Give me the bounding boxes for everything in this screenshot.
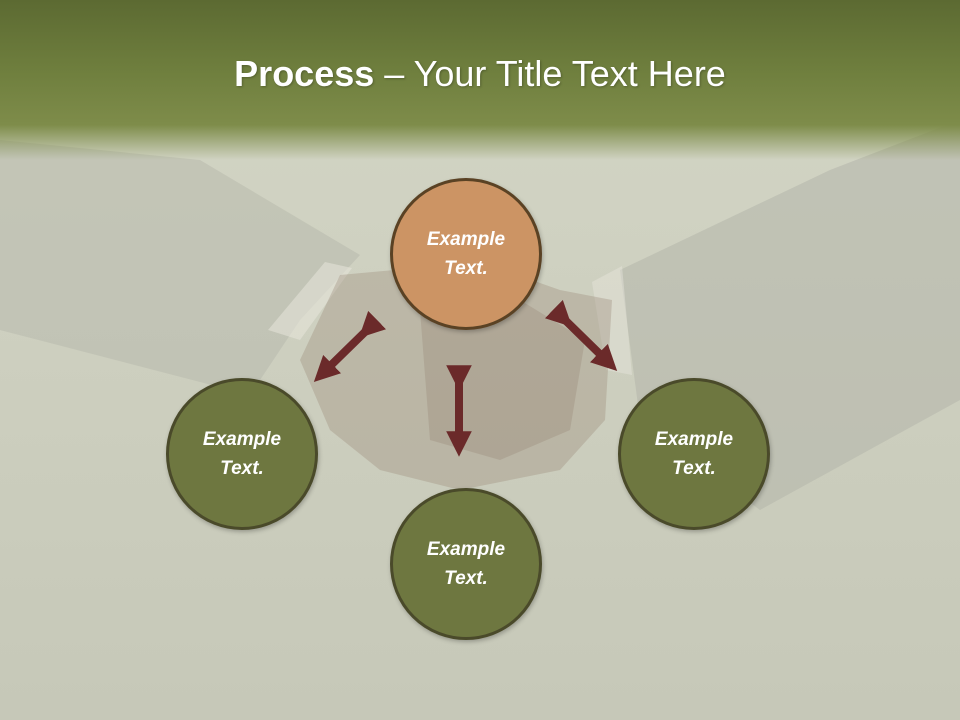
process-node-right: Example Text. (618, 378, 770, 530)
node-label: Example Text. (202, 429, 282, 479)
process-node-top: Example Text. (390, 178, 542, 330)
node-label: Example Text. (654, 429, 734, 479)
title-bold-part: Process (234, 53, 375, 94)
node-label: Example Text. (426, 539, 506, 589)
arrow-top-right (544, 299, 618, 371)
process-node-bottom: Example Text. (390, 488, 542, 640)
arrow-top-left (313, 310, 387, 382)
node-label: Example Text. (426, 229, 506, 279)
slide-title: Process – Your Title Text Here (0, 52, 960, 96)
header-band (0, 0, 960, 160)
title-rest-part: – Your Title Text Here (374, 53, 726, 94)
process-node-left: Example Text. (166, 378, 318, 530)
